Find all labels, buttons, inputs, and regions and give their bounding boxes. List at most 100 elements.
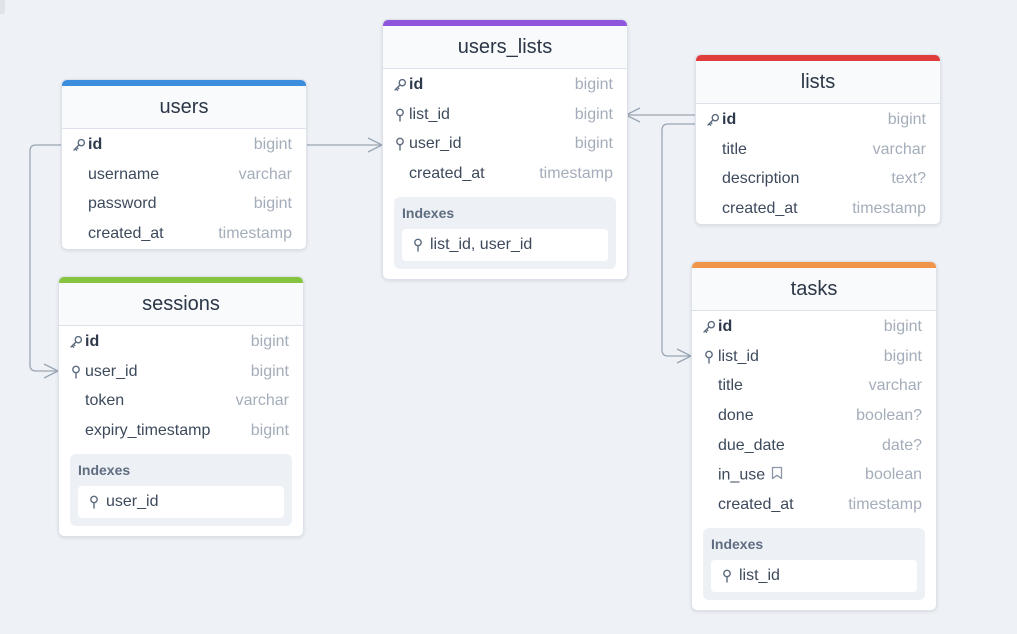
column-name-text: in_use <box>718 466 766 484</box>
column-type: boolean <box>865 466 922 484</box>
column-name: title <box>718 377 869 395</box>
column-type: bigint <box>253 195 292 213</box>
column-name: title <box>722 141 873 159</box>
column-name-text: title <box>718 377 743 395</box>
table-name: sessions <box>142 292 220 315</box>
column-type: timestamp <box>848 495 922 513</box>
table-color-bar <box>59 277 303 283</box>
index-pin-icon <box>721 569 739 583</box>
key-icon <box>67 335 85 349</box>
index-columns: list_id, user_id <box>430 235 533 253</box>
column-name-text: created_at <box>409 164 485 182</box>
indexes-title: Indexes <box>402 204 455 221</box>
indexes-title: Indexes <box>711 535 764 552</box>
column-name: user_id <box>85 363 251 381</box>
column-type: bigint <box>250 332 289 350</box>
column-row-created-at[interactable]: created_at timestamp <box>62 219 306 249</box>
table-header[interactable]: tasks <box>692 268 936 311</box>
table-header[interactable]: sessions <box>59 283 303 326</box>
column-type: bigint <box>574 135 613 153</box>
column-name: in_use <box>718 466 865 485</box>
table-header[interactable]: users_lists <box>383 26 627 69</box>
column-row-created-at[interactable]: created_at timestamp <box>692 490 936 520</box>
column-name: created_at <box>722 200 852 218</box>
column-name: expiry_timestamp <box>85 422 251 440</box>
column-name-text: title <box>722 140 747 158</box>
column-name: id <box>409 76 575 94</box>
table-header[interactable]: users <box>62 86 306 129</box>
column-row-created-at[interactable]: created_at timestamp <box>383 159 627 189</box>
column-name: id <box>722 111 888 129</box>
crow-foot-sessions-user-id <box>43 363 59 379</box>
column-name-text: description <box>722 170 800 188</box>
column-row-list-id[interactable]: list_id bigint <box>383 100 627 130</box>
note-icon[interactable] <box>771 466 783 485</box>
column-name-text: id <box>409 75 424 93</box>
column-name-text: created_at <box>722 199 798 217</box>
table-header[interactable]: lists <box>696 61 940 104</box>
column-name: id <box>88 136 254 154</box>
column-name: list_id <box>409 106 575 124</box>
column-name: id <box>718 318 884 336</box>
key-icon <box>391 78 409 92</box>
index-item[interactable]: list_id <box>711 559 917 592</box>
table-color-bar <box>692 262 936 268</box>
column-name-text: created_at <box>718 495 794 513</box>
indexes-section: Indexes list_id, user_id <box>394 196 616 269</box>
column-name-text: username <box>88 165 160 183</box>
index-item[interactable]: list_id, user_id <box>402 228 608 261</box>
column-type: timestamp <box>218 224 292 242</box>
column-type: bigint <box>250 362 289 380</box>
column-type: bigint <box>574 105 613 123</box>
column-name-text: list_id <box>718 347 759 365</box>
indexes-section: Indexes list_id <box>703 527 925 600</box>
column-name: created_at <box>718 496 848 514</box>
column-name-text: id <box>88 135 103 153</box>
column-name-text: list_id <box>409 105 450 123</box>
column-type: timestamp <box>539 164 613 182</box>
column-name: done <box>718 407 856 425</box>
column-type: boolean? <box>856 406 922 424</box>
column-name-text: created_at <box>88 224 164 242</box>
column-name: created_at <box>88 225 218 243</box>
table-name: tasks <box>790 277 838 300</box>
column-row-in-use[interactable]: in_use boolean <box>692 460 936 490</box>
crow-foot-users-lists-user-id <box>367 137 383 153</box>
column-name-text: password <box>88 195 157 213</box>
table-color-bar <box>696 55 940 61</box>
index-pin-icon <box>391 137 409 151</box>
crow-foot-users-lists-list-id <box>625 107 641 123</box>
column-row-password[interactable]: password bigint <box>62 189 306 219</box>
table-name: users_lists <box>457 35 553 58</box>
crow-foot-tasks-list-id <box>676 348 692 364</box>
index-item[interactable]: user_id <box>78 485 284 518</box>
column-name: id <box>85 333 251 351</box>
table-color-bar <box>383 20 627 26</box>
